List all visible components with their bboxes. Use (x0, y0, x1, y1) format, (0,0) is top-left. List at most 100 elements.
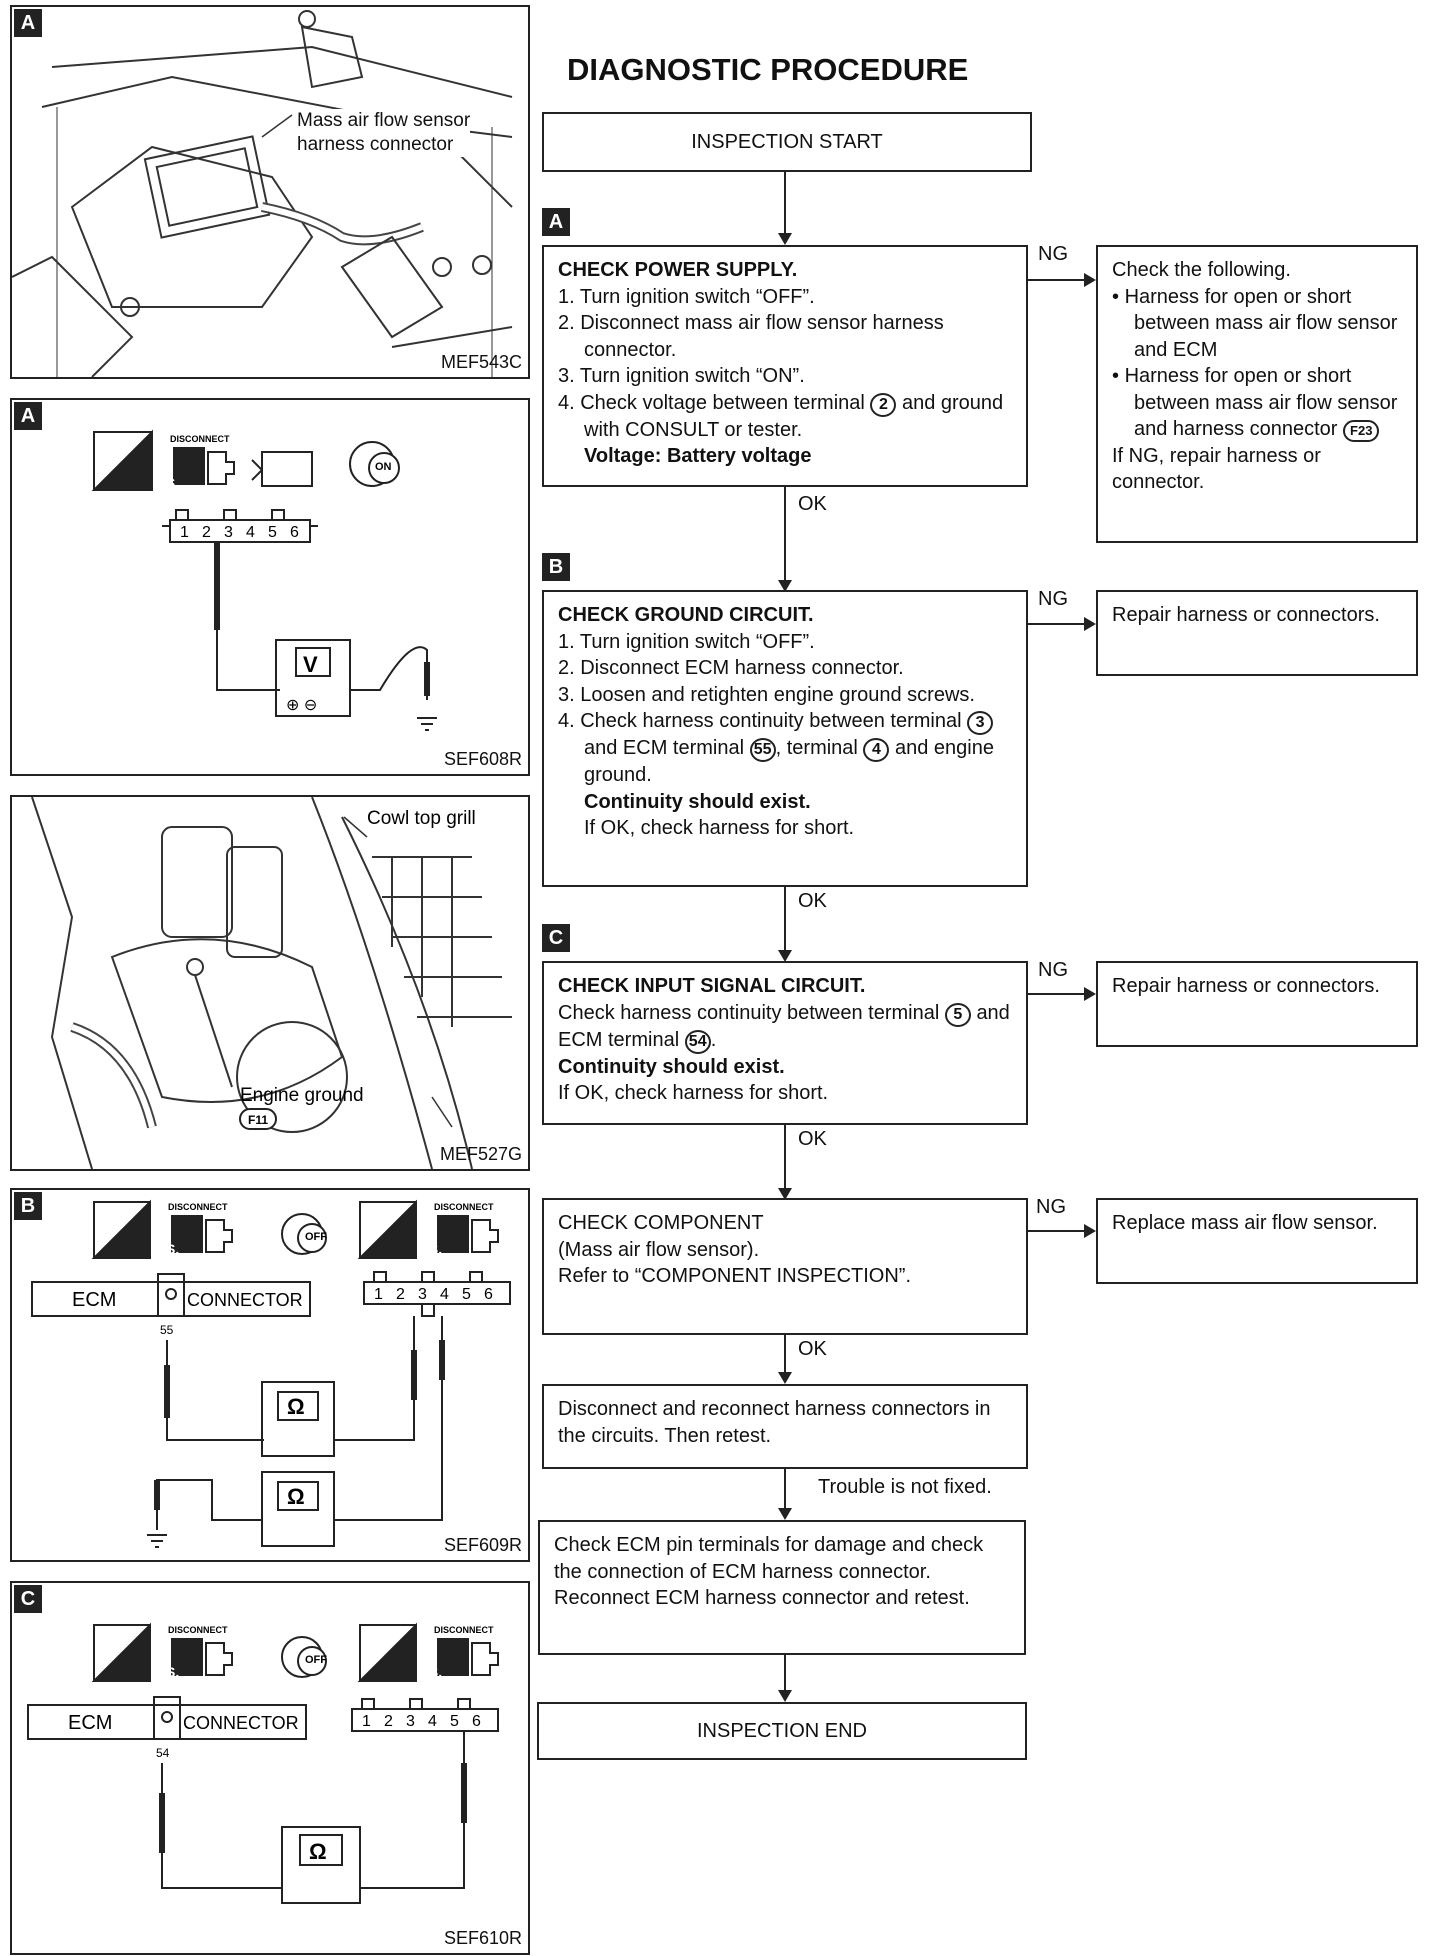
terminal-label: 1 (374, 1286, 383, 1303)
engine-bay-illustration (12, 10, 513, 377)
step-result: Continuity should exist. (558, 1055, 785, 1078)
figure-tag-a: A (14, 9, 42, 37)
step-item: 1. Turn ignition switch “OFF”. (558, 285, 815, 308)
voltage-check-diagram: T.S. DISCONNECT ON V ⊕ ⊖ 1 2 3 4 5 6 (91, 429, 437, 731)
disconnect-label: DISCONNECT (434, 1202, 494, 1212)
ng-box-repair: Repair harness or connectors. (1096, 590, 1418, 676)
key-position-label: ON (375, 461, 392, 473)
connector-code: F11 (248, 1113, 268, 1127)
ohmmeter-label: Ω (309, 1839, 327, 1864)
step-note: If OK, check harness for short. (584, 817, 855, 839)
figure-engine-ground-location: Cowl top grill Engine ground F11 MEF527G (10, 795, 530, 1171)
step-item: 2. Disconnect mass air flow sensor harne… (558, 312, 944, 361)
step-result: Voltage: Battery voltage (584, 445, 812, 467)
step-line: Check harness continuity between termina… (558, 1000, 1012, 1054)
disconnect-label: DISCONNECT (168, 1202, 228, 1212)
figure-tag-c: C (14, 1585, 42, 1613)
connector-label: CONNECTOR (187, 1290, 303, 1310)
ohmmeter-label: Ω (287, 1394, 305, 1419)
ok-label: OK (798, 890, 827, 912)
terminal-numbers: 1 2 3 4 5 6 (180, 524, 299, 541)
ng-label: NG (1036, 1196, 1066, 1218)
retest-box: Disconnect and reconnect harness connect… (542, 1384, 1028, 1469)
page-title: DIAGNOSTIC PROCEDURE (567, 52, 969, 87)
ground-circuit-diagram: H.S. T.S. DISCONNECT DISCONNECT OFF ECM … (31, 1199, 511, 1548)
terminal-label: 5 (268, 524, 277, 541)
engine-ground-illustration: Cowl top grill Engine ground F11 (31, 797, 512, 1169)
ng-box-replace-sensor: Replace mass air flow sensor. (1096, 1198, 1418, 1284)
connector-label: CONNECTOR (183, 1713, 299, 1733)
figure-code: MEF527G (439, 1144, 522, 1164)
inspection-start: INSPECTION START (542, 112, 1032, 172)
ng-label: NG (1038, 243, 1068, 265)
step-heading: CHECK INPUT SIGNAL CIRCUIT. (558, 975, 866, 997)
terminal-number: 54 (684, 1029, 711, 1054)
figure-tag-a: A (14, 402, 42, 430)
ecm-pin-label: 54 (156, 1746, 170, 1760)
terminal-numbers: 1 2 3 4 5 6 (374, 1286, 493, 1303)
terminal-label: 4 (246, 524, 255, 541)
terminal-label: 3 (406, 1713, 415, 1730)
disconnect-label: DISCONNECT (168, 1625, 228, 1635)
ng-label: NG (1038, 959, 1068, 981)
step-line: (Mass air flow sensor). (558, 1238, 760, 1261)
figure-code: SEF610R (443, 1928, 522, 1948)
figure-code: SEF608R (443, 749, 522, 769)
voltmeter-label: V (303, 652, 318, 677)
step-line: CHECK COMPONENT (558, 1212, 764, 1234)
step-item: 1. Turn ignition switch “OFF”. (558, 630, 815, 653)
step-check-input-signal: CHECK INPUT SIGNAL CIRCUIT. Check harnes… (542, 961, 1028, 1125)
svg-text:⊕ ⊖: ⊕ ⊖ (286, 697, 317, 714)
input-signal-diagram: H.S. T.S. DISCONNECT DISCONNECT OFF ECM … (27, 1622, 499, 1904)
hs-icon-label: H.S. (152, 1241, 179, 1257)
step-check-ground-circuit: CHECK GROUND CIRCUIT. 1. Turn ignition s… (542, 590, 1028, 887)
terminal-numbers: 1 2 3 4 5 6 (362, 1713, 481, 1730)
terminal-label: 6 (290, 524, 299, 541)
terminal-label: 6 (472, 1713, 481, 1730)
callout-engine-ground: Engine ground (240, 1085, 364, 1106)
terminal-label: 1 (362, 1713, 371, 1730)
not-fixed-label: Trouble is not fixed. (818, 1476, 992, 1498)
step-item: 4. Check voltage between terminal 2 and … (558, 391, 1004, 441)
step-tag-b: B (542, 553, 570, 581)
step-tag-c: C (542, 924, 570, 952)
ts-icon-label: T.S. (418, 1241, 442, 1257)
connector-code: F23 (1343, 420, 1380, 442)
terminal-label: 4 (428, 1713, 437, 1730)
ng-bullet: • Harness for open or short between mass… (1112, 365, 1398, 442)
hs-icon-label: H.S. (152, 1664, 179, 1680)
terminal-number: 5 (944, 1002, 971, 1027)
terminal-label: 3 (418, 1286, 427, 1303)
step-note: If OK, check harness for short. (558, 1082, 829, 1104)
ng-box-repair: Repair harness or connectors. (1096, 961, 1418, 1047)
ecm-pin-label: 55 (160, 1323, 174, 1337)
step-item: 3. Loosen and retighten engine ground sc… (558, 683, 975, 706)
terminal-label: 1 (180, 524, 189, 541)
step-result: Continuity should exist. (584, 790, 811, 813)
step-item: 2. Disconnect ECM harness connector. (558, 657, 904, 679)
step-line: Refer to “COMPONENT INSPECTION”. (558, 1265, 912, 1287)
inspection-end: INSPECTION END (537, 1702, 1027, 1760)
terminal-number: 3 (967, 711, 994, 735)
figure-code: SEF609R (443, 1535, 522, 1555)
ecm-label: ECM (72, 1289, 116, 1311)
ecm-label: ECM (68, 1712, 112, 1734)
ts-icon-label: T.S. (418, 1664, 442, 1680)
step-heading: CHECK POWER SUPPLY. (558, 259, 798, 281)
figure-code: MEF543C (440, 352, 522, 372)
step-heading: CHECK GROUND CIRCUIT. (558, 604, 814, 626)
disconnect-label: DISCONNECT (434, 1625, 494, 1635)
ok-label: OK (798, 1338, 827, 1360)
figure-voltage-check: A T.S. DISCONNECT ON V ⊕ ⊖ (10, 398, 530, 776)
figure-ground-circuit-check: B H.S. T.S. DISCONNECT DISCONNECT OFF (10, 1188, 530, 1562)
ng-box-check-following: Check the following. • Harness for open … (1096, 245, 1418, 543)
callout-cowl-top-grill: Cowl top grill (367, 808, 476, 829)
step-item: 3. Turn ignition switch “ON”. (558, 365, 805, 387)
ecm-check-box: Check ECM pin terminals for damage and c… (538, 1520, 1026, 1655)
terminal-number: 2 (870, 392, 897, 417)
step-check-component: CHECK COMPONENT (Mass air flow sensor). … (542, 1198, 1028, 1335)
terminal-label: 5 (450, 1713, 459, 1730)
terminal-label: 4 (440, 1286, 449, 1303)
